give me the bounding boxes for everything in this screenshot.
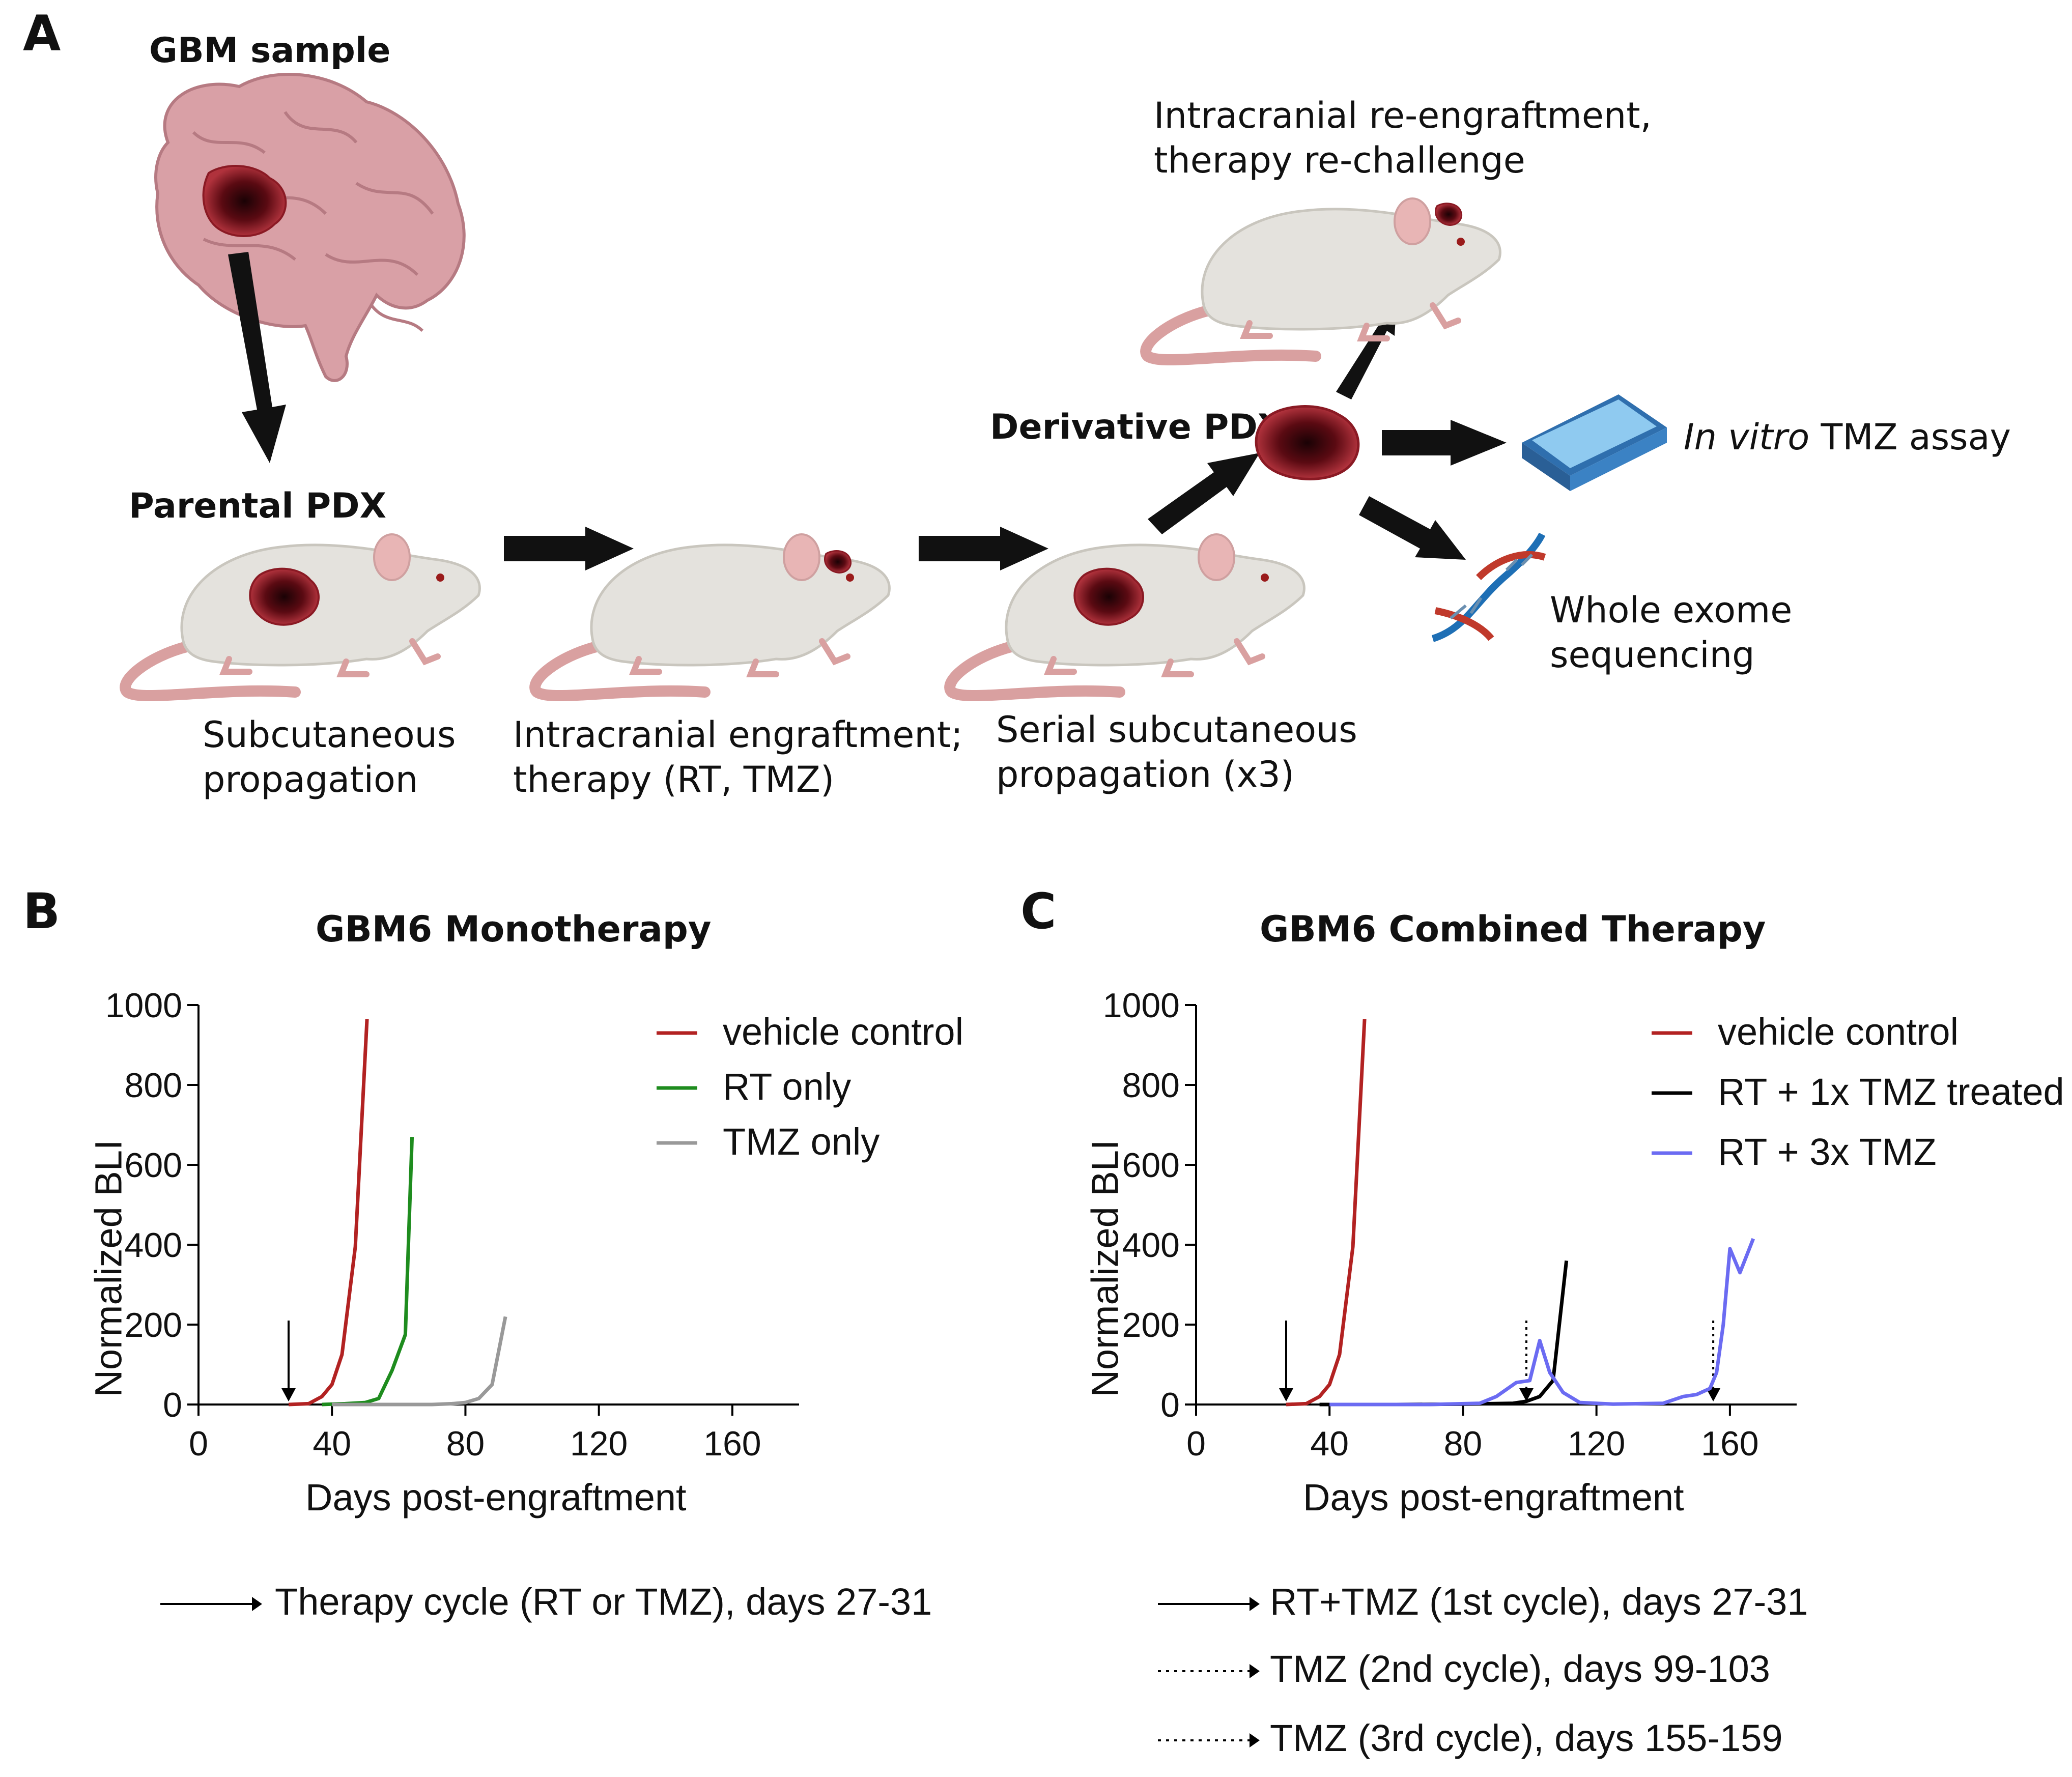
- arrow-right-icon: [1382, 420, 1507, 466]
- panel-a-letter: A: [23, 5, 61, 62]
- panel-c-letter: C: [1020, 883, 1057, 940]
- arrow-head-icon: [1250, 1664, 1260, 1678]
- parental-pdx-label: Parental PDX: [129, 486, 387, 526]
- in-vitro-caption: In vitro TMZ assay: [1684, 415, 2011, 460]
- step-reengraft-caption: Intracranial re-engraftment, therapy re-…: [1154, 93, 1652, 183]
- well-plate-icon: [1522, 394, 1667, 491]
- chart-c-title: GBM6 Combined Therapy: [1260, 908, 1766, 950]
- arrow-right-icon: [919, 527, 1048, 570]
- chart-b-title: GBM6 Monotherapy: [316, 908, 712, 950]
- series-line: [1319, 1260, 1569, 1407]
- y-tick-label: 200: [1122, 1306, 1180, 1344]
- therapy-arrow-legend-c: TMZ (3rd cycle), days 155-159: [1270, 1717, 1783, 1759]
- x-tick-label: 120: [570, 1424, 628, 1463]
- panel-b-letter: B: [23, 883, 61, 940]
- series-line: [1286, 1019, 1367, 1407]
- wes-caption: Whole exome sequencing: [1550, 588, 1792, 677]
- arrow-down-icon: [228, 252, 286, 463]
- caption-line: therapy re-challenge: [1154, 139, 1525, 181]
- y-tick-label: 400: [1122, 1226, 1180, 1265]
- y-tick-label: 600: [1122, 1146, 1180, 1185]
- x-tick-label: 40: [1310, 1424, 1349, 1463]
- brain-illustration: [154, 73, 466, 382]
- arrow-head-icon: [252, 1597, 262, 1611]
- gbm-sample-label: GBM sample: [149, 31, 391, 71]
- brain-tumor: [202, 165, 287, 237]
- derivative-pdx-label: Derivative PDX: [990, 407, 1285, 447]
- y-tick-label: 1000: [105, 986, 182, 1025]
- x-tick-label: 160: [703, 1424, 761, 1463]
- caption-line: Whole exome: [1550, 589, 1793, 631]
- arrow-down-right-icon: [1359, 496, 1466, 560]
- arrow-up-right-icon: [1148, 453, 1260, 534]
- mouse-illustration: [120, 197, 1501, 702]
- legend-c-label: vehicle control: [1718, 1011, 1959, 1053]
- mouse-tumor: [249, 567, 320, 626]
- y-tick-label: 1000: [1103, 986, 1180, 1025]
- y-tick-label: 600: [125, 1146, 182, 1185]
- caption-line: Subcutaneous: [203, 714, 456, 756]
- step-intracranial-caption: Intracranial engraftment; therapy (RT, T…: [513, 712, 963, 802]
- chart-c-xlabel: Days post-engraftment: [1303, 1476, 1684, 1518]
- therapy-arrow-head-icon: [1706, 1388, 1721, 1401]
- caption-line: Serial subcutaneous: [996, 709, 1357, 751]
- therapy-arrow-head-icon: [281, 1388, 296, 1401]
- step-serial-caption: Serial subcutaneous propagation (x3): [996, 707, 1357, 797]
- chart-b-xlabel: Days post-engraftment: [305, 1476, 687, 1518]
- therapy-arrow-legend-c: TMZ (2nd cycle), days 99-103: [1270, 1648, 1770, 1690]
- series-line: [288, 1019, 369, 1407]
- legend-b-label: TMZ only: [723, 1121, 880, 1163]
- x-tick-label: 40: [313, 1424, 351, 1463]
- series-line: [332, 1316, 507, 1407]
- arrow-right-icon: [504, 527, 634, 570]
- arrow-head-icon: [1250, 1597, 1260, 1611]
- in-vitro-italic: In vitro: [1684, 416, 1810, 458]
- x-tick-label: 0: [1186, 1424, 1206, 1463]
- caption-line: sequencing: [1550, 634, 1755, 676]
- step-subcutaneous-caption: Subcutaneous propagation: [203, 712, 456, 802]
- y-tick-label: 400: [125, 1226, 182, 1265]
- series-line: [322, 1136, 414, 1407]
- mouse-tumor: [824, 550, 852, 574]
- mouse-tumor: [1435, 203, 1463, 226]
- legend-b-label: vehicle control: [723, 1011, 964, 1053]
- series-line: [1329, 1238, 1755, 1407]
- in-vitro-rest: TMZ assay: [1809, 416, 2011, 458]
- arrow-head-icon: [1250, 1733, 1260, 1747]
- caption-line: therapy (RT, TMZ): [513, 759, 835, 800]
- therapy-arrow-head-icon: [1519, 1388, 1534, 1401]
- caption-line: propagation (x3): [996, 754, 1295, 795]
- mouse-tumor: [1073, 567, 1144, 626]
- caption-line: Intracranial engraftment;: [513, 714, 963, 756]
- y-tick-label: 800: [125, 1066, 182, 1105]
- flow-arrows: [228, 252, 1507, 570]
- caption-line: Intracranial re-engraftment,: [1154, 95, 1652, 136]
- x-tick-label: 0: [189, 1424, 208, 1463]
- y-tick-label: 0: [1160, 1386, 1180, 1424]
- arrow-legend-lines: [160, 1597, 1260, 1747]
- chart-b: 0 200 400 600 800 1000 0 40 80 120 160: [105, 986, 799, 1463]
- derivative-tumor: [1255, 405, 1360, 480]
- legend-b-label: RT only: [723, 1066, 851, 1108]
- x-tick-label: 160: [1701, 1424, 1758, 1463]
- legend-c-label: RT + 1x TMZ treated: [1718, 1071, 2064, 1113]
- legend-c-label: RT + 3x TMZ: [1718, 1131, 1937, 1173]
- therapy-arrow-head-icon: [1279, 1388, 1293, 1401]
- caption-line: propagation: [203, 759, 418, 800]
- y-tick-label: 0: [163, 1386, 182, 1424]
- y-tick-label: 200: [125, 1306, 182, 1344]
- therapy-arrow-legend-b: Therapy cycle (RT or TMZ), days 27-31: [275, 1581, 932, 1623]
- x-tick-label: 120: [1568, 1424, 1625, 1463]
- y-tick-label: 800: [1122, 1066, 1180, 1105]
- dna-icon: [1431, 532, 1546, 642]
- therapy-arrow-legend-c: RT+TMZ (1st cycle), days 27-31: [1270, 1581, 1808, 1623]
- x-tick-label: 80: [446, 1424, 485, 1463]
- chart-c: 0 200 400 600 800 1000 0 40 80 120 160: [1103, 986, 1797, 1463]
- x-tick-label: 80: [1444, 1424, 1483, 1463]
